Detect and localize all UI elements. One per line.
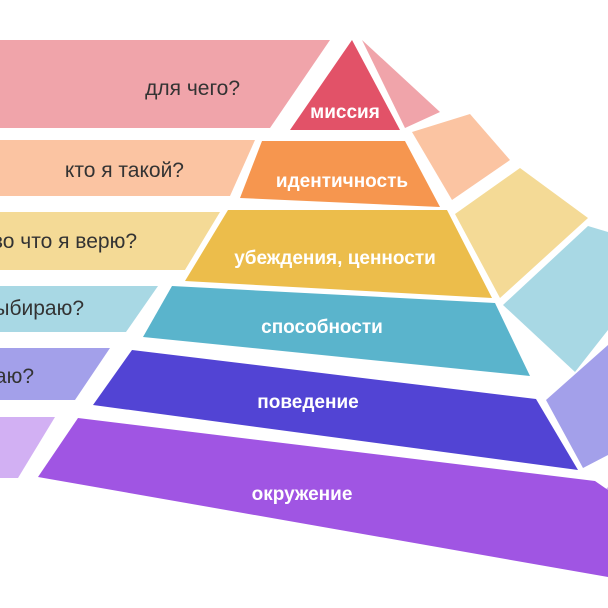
identity-right-face (412, 114, 510, 200)
behaviour-front (93, 350, 578, 470)
environment-left-band (0, 417, 55, 478)
mission-right-face (362, 40, 440, 128)
mission-question: для чего? (145, 77, 240, 100)
mission-front (290, 40, 400, 130)
level-beliefs: во что я верю? убеждения, ценности (0, 168, 588, 298)
mission-left-band (0, 40, 330, 128)
environment-label: окружение (252, 484, 353, 505)
level-mission: для чего? миссия (0, 40, 440, 130)
environment-front (38, 418, 608, 577)
abilities-right-face (503, 226, 608, 372)
abilities-question: как я выбираю? (0, 297, 84, 320)
beliefs-left-band (0, 212, 220, 270)
abilities-front (143, 286, 530, 376)
identity-front (240, 141, 440, 207)
level-behaviour: что я делаю? поведение (0, 345, 608, 470)
identity-question: кто я такой? (65, 159, 184, 182)
beliefs-label: убеждения, ценности (234, 248, 436, 269)
beliefs-front (185, 210, 492, 298)
mission-label: миссия (310, 102, 380, 123)
level-abilities: как я выбираю? способности (0, 226, 608, 376)
identity-left-band (0, 140, 255, 196)
abilities-label: способности (261, 317, 383, 338)
identity-label: идентичность (276, 171, 408, 192)
beliefs-question: во что я верю? (0, 230, 137, 253)
abilities-left-band (0, 286, 158, 332)
behaviour-right-face (546, 345, 608, 468)
behaviour-left-band (0, 348, 110, 400)
beliefs-right-face (455, 168, 588, 298)
behaviour-label: поведение (257, 392, 358, 413)
level-environment: окружение (0, 417, 608, 577)
behaviour-question: что я делаю? (0, 365, 34, 388)
level-identity: кто я такой? идентичность (0, 114, 510, 207)
